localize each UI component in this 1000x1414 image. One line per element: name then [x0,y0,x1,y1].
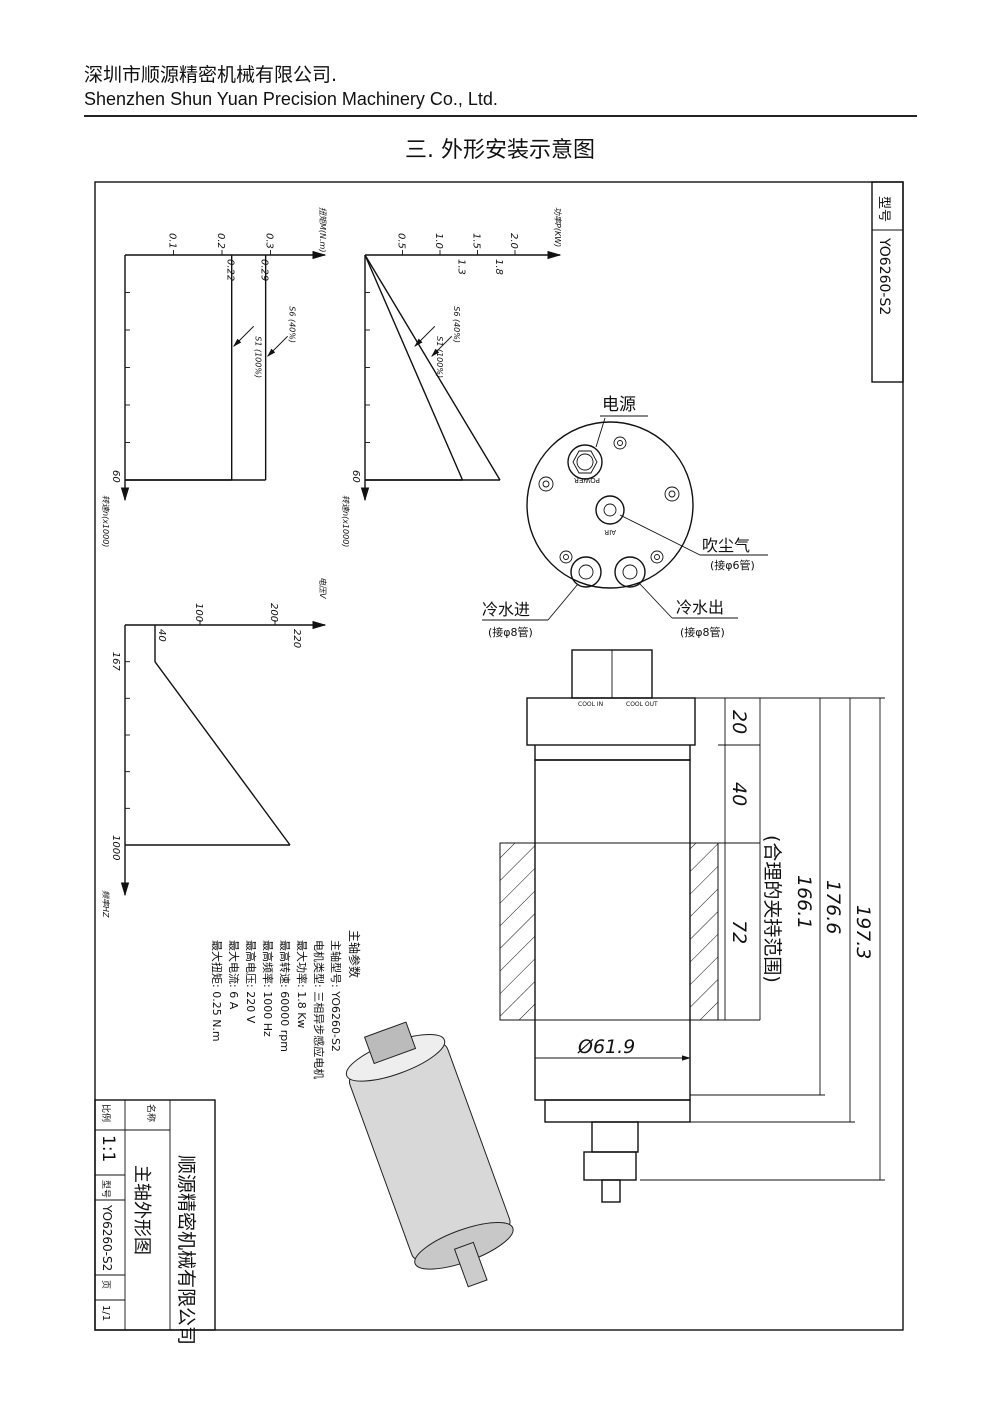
model-value-tb: YO6260-S2 [100,1204,114,1271]
x-tick-label: 167 [110,652,121,672]
param-line: 电机类型: 三相异步感应电机 [312,940,326,1079]
spindle-top-view: POWER AIR 电源 吹尘气 (接φ6管) 冷水进 (接φ8管) 冷水出 (… [482,395,768,639]
company-name-en: Shenzhen Shun Yuan Precision Machinery C… [84,89,498,109]
title-company: 顺源精密机械有限公司 [175,1155,197,1345]
y-tick-label: 200 [268,603,279,622]
series-pointer [431,335,453,357]
series-label: S1 (100%) [435,336,444,378]
value-label: 220 [291,629,302,648]
air-note: (接φ6管) [710,558,755,572]
y-tick-label: 1.0 [433,233,444,249]
y-axis-label: 扭矩M(N.m) [318,207,327,252]
value-label: 1.8 [493,259,504,275]
value-label: 40 [156,629,167,642]
torque-chart: 0.1 0.2 0.3 60 扭矩M(N.m) 转速n(x1000) S1 (100%) S6… [101,207,327,547]
param-line: 最大扭矩: 0.25 N.m [210,940,224,1042]
x-tick-label: 60 [350,470,361,483]
value-label: 1.3 [456,259,467,275]
cool-in-note: (接φ8管) [488,625,533,639]
param-line: 主轴型号: YO6260-S2 [329,940,343,1052]
dim-197-3: 197.3 [852,905,874,959]
param-line: 最大电流: 6 A [227,940,241,1010]
model-label-tb: 型号 [100,1180,111,1198]
y-axis-label: 功率P(KW) [553,207,562,247]
dim-166-1: 166.1 [793,875,815,929]
param-line: 最高转速: 60000 rpm [278,940,292,1052]
power-chart: 0.5 1.0 1.5 2.0 60 功率P(KW) 转速n(x1000) S1 (100%)… [341,207,562,547]
air-label: 吹尘气 [702,536,750,555]
cool-out-tag: COOL OUT [626,701,658,708]
x-axis-label: 转速n(x1000) [101,495,110,547]
spindle-side-view: COOL IN COOL OUT Ø61.9 20 40 72 (合理的夹持范围… [499,649,885,1203]
air-tag: AIR [604,528,616,536]
y-tick-label: 0.1 [167,233,178,249]
section-title: 三. 外形安装示意图 [405,138,595,163]
series-line [364,254,464,481]
dim-mount-range: (合理的夹持范围) [761,835,783,983]
series-pointer [233,325,255,347]
x-axis-label: 频率HZ [101,890,110,918]
param-line: 最大功率: 1.8 Kw [295,940,309,1028]
x-axis-label: 转速n(x1000) [341,495,350,547]
company-name-cn: 深圳市顺源精密机械有限公司. [84,64,338,86]
cool-in-tag: COOL IN [578,701,603,708]
page-label: 页 [100,1280,111,1289]
model-label: 型号 [876,196,891,222]
dim-40: 40 [728,782,750,806]
series-line [154,625,291,846]
page-value: 1/1 [100,1305,111,1321]
diameter-label: Ø61.9 [577,1036,635,1058]
series-line [364,254,501,481]
param-line: 最高电压: 220 V [244,940,258,1024]
params-title: 主轴参数 [347,930,362,978]
model-value: YO6260-S2 [876,237,892,315]
scale-label: 比例 [100,1104,112,1122]
cool-out-note: (接φ8管) [680,625,725,639]
title-block: 比例 1:1 型号 YO6260-S2 页 1/1 名称 主轴外形图 顺源精密机… [94,1099,216,1345]
y-tick-label: 0.2 [215,233,226,249]
power-tag: POWER [574,476,600,484]
y-tick-label: 100 [193,603,204,622]
spindle-3d-image [345,1021,514,1288]
power-connector [567,444,603,480]
x-tick-label: 60 [110,470,121,483]
voltage-chart: 100 200 167 1000 电压V 频率HZ 40 220 [101,577,327,918]
y-tick-label: 1.5 [471,233,482,249]
param-line: 最高频率: 1000 Hz [261,940,275,1037]
series-label: S1 (100%) [254,336,263,378]
value-label: 0.22 [225,259,236,281]
header-divider [84,115,917,117]
series-label: S6 (40%) [288,306,297,343]
x-tick-label: 1000 [110,835,121,860]
dim-176-6: 176.6 [822,880,844,934]
drawing-name: 主轴外形图 [131,1165,152,1255]
y-tick-label: 0.5 [396,233,407,249]
value-label: 0.29 [259,259,270,281]
cool-in-label: 冷水进 [482,600,530,619]
dim-20: 20 [728,710,750,734]
name-label: 名称 [145,1104,157,1122]
series-label: S6 (40%) [452,306,461,343]
cool-out-label: 冷水出 [676,598,724,617]
power-label: 电源 [602,395,636,415]
dim-72: 72 [728,920,750,944]
scale-value: 1:1 [98,1135,118,1162]
drawing-frame [94,181,904,1331]
y-axis-label: 电压V [318,577,327,599]
y-tick-label: 2.0 [508,233,519,249]
y-tick-label: 0.3 [264,233,275,249]
model-box: 型号 YO6260-S2 [871,181,904,383]
series-pointer [267,335,288,357]
